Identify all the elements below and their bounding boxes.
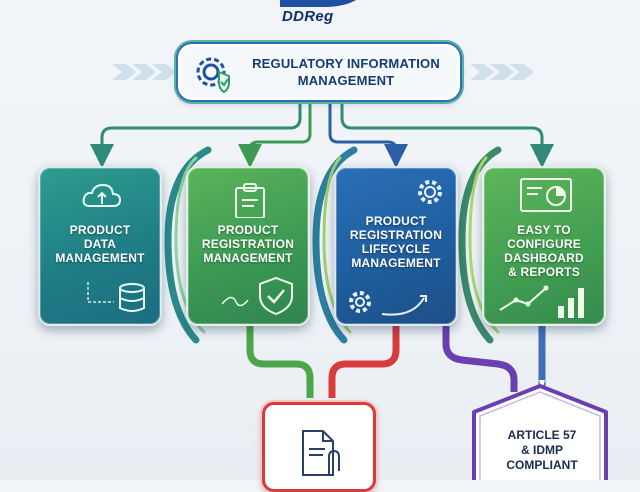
wire-to-card-1 (90, 100, 302, 168)
card-4-line-4: & REPORTS (508, 265, 580, 279)
card-2-line-1: PRODUCT (217, 223, 279, 237)
card-product-data-management: PRODUCT DATA MANAGEMENT (38, 166, 162, 326)
card-3-title: PRODUCT REGISTRATION LIFECYCLE MANAGEMEN… (336, 214, 456, 270)
logo-swoosh-icon (280, 0, 356, 7)
card-4-line-2: CONFIGURE (507, 237, 581, 251)
compliance-line-1: ARTICLE 57 (507, 428, 577, 442)
clipboard-icon (235, 183, 265, 218)
compliance-line-2: & IDMP (521, 443, 563, 457)
gear-icon (418, 180, 442, 204)
card-1-title: PRODUCT DATA MANAGEMENT (40, 223, 160, 265)
document-attachment-icon (302, 430, 340, 476)
dashboard-monitor-icon (520, 178, 572, 212)
card-2-line-2: REGISTRATION (201, 237, 295, 251)
card-product-registration-management: PRODUCT REGISTRATION MANAGEMENT (186, 166, 310, 326)
signature-shield-icon (221, 276, 293, 316)
compliance-label: ARTICLE 57 & IDMP COMPLIANT (476, 428, 608, 473)
card-dashboard-reports: EASY TO CONFIGURE DASHBOARD & REPORTS (482, 166, 606, 326)
header-title-line-2: MANAGEMENT (297, 73, 395, 88)
card-2-line-3: MANAGEMENT (203, 251, 293, 265)
document-output-box (262, 402, 376, 492)
header-title-line-1: REGULATORY INFORMATION (252, 56, 440, 71)
connector-lines (90, 64, 608, 480)
card-3-line-3: LIFECYCLE (361, 242, 431, 256)
wire-card2-to-doc (246, 326, 314, 398)
wire-card3-to-doc (328, 326, 400, 398)
database-icon (87, 282, 145, 312)
header-right-chevrons (470, 64, 534, 80)
card-product-registration-lifecycle-management: PRODUCT REGISTRATION LIFECYCLE MANAGEMEN… (334, 166, 458, 326)
card-4-title: EASY TO CONFIGURE DASHBOARD & REPORTS (484, 223, 604, 279)
card-2-title: PRODUCT REGISTRATION MANAGEMENT (188, 223, 308, 265)
header-title: REGULATORY INFORMATION MANAGEMENT (241, 55, 451, 89)
wire-to-card-4 (340, 100, 554, 168)
card-1-line-2: DATA (83, 237, 117, 251)
card-3-line-1: PRODUCT (365, 214, 427, 228)
card-4-line-3: DASHBOARD (504, 251, 584, 265)
card-1-line-1: PRODUCT (69, 223, 131, 237)
cycle-gear-icon (349, 291, 427, 316)
wire-to-card-3 (328, 100, 408, 168)
card-3-line-2: REGISTRATION (349, 228, 443, 242)
card-1-line-3: MANAGEMENT (55, 251, 145, 265)
card-3-line-4: MANAGEMENT (351, 256, 441, 270)
compliance-hexagon (472, 384, 608, 480)
compliance-line-3: COMPLIANT (506, 458, 578, 472)
gear-shield-icon (196, 57, 230, 94)
logo-text: DDReg (282, 8, 334, 25)
header-left-chevrons (112, 64, 176, 80)
card-4-line-1: EASY TO (517, 223, 571, 237)
cloud-upload-icon (82, 183, 122, 207)
wire-to-card-2 (238, 100, 312, 168)
wire-card3-to-hex (442, 326, 518, 392)
header-box: REGULATORY INFORMATION MANAGEMENT (178, 44, 460, 100)
bar-line-chart-icon (499, 285, 584, 318)
